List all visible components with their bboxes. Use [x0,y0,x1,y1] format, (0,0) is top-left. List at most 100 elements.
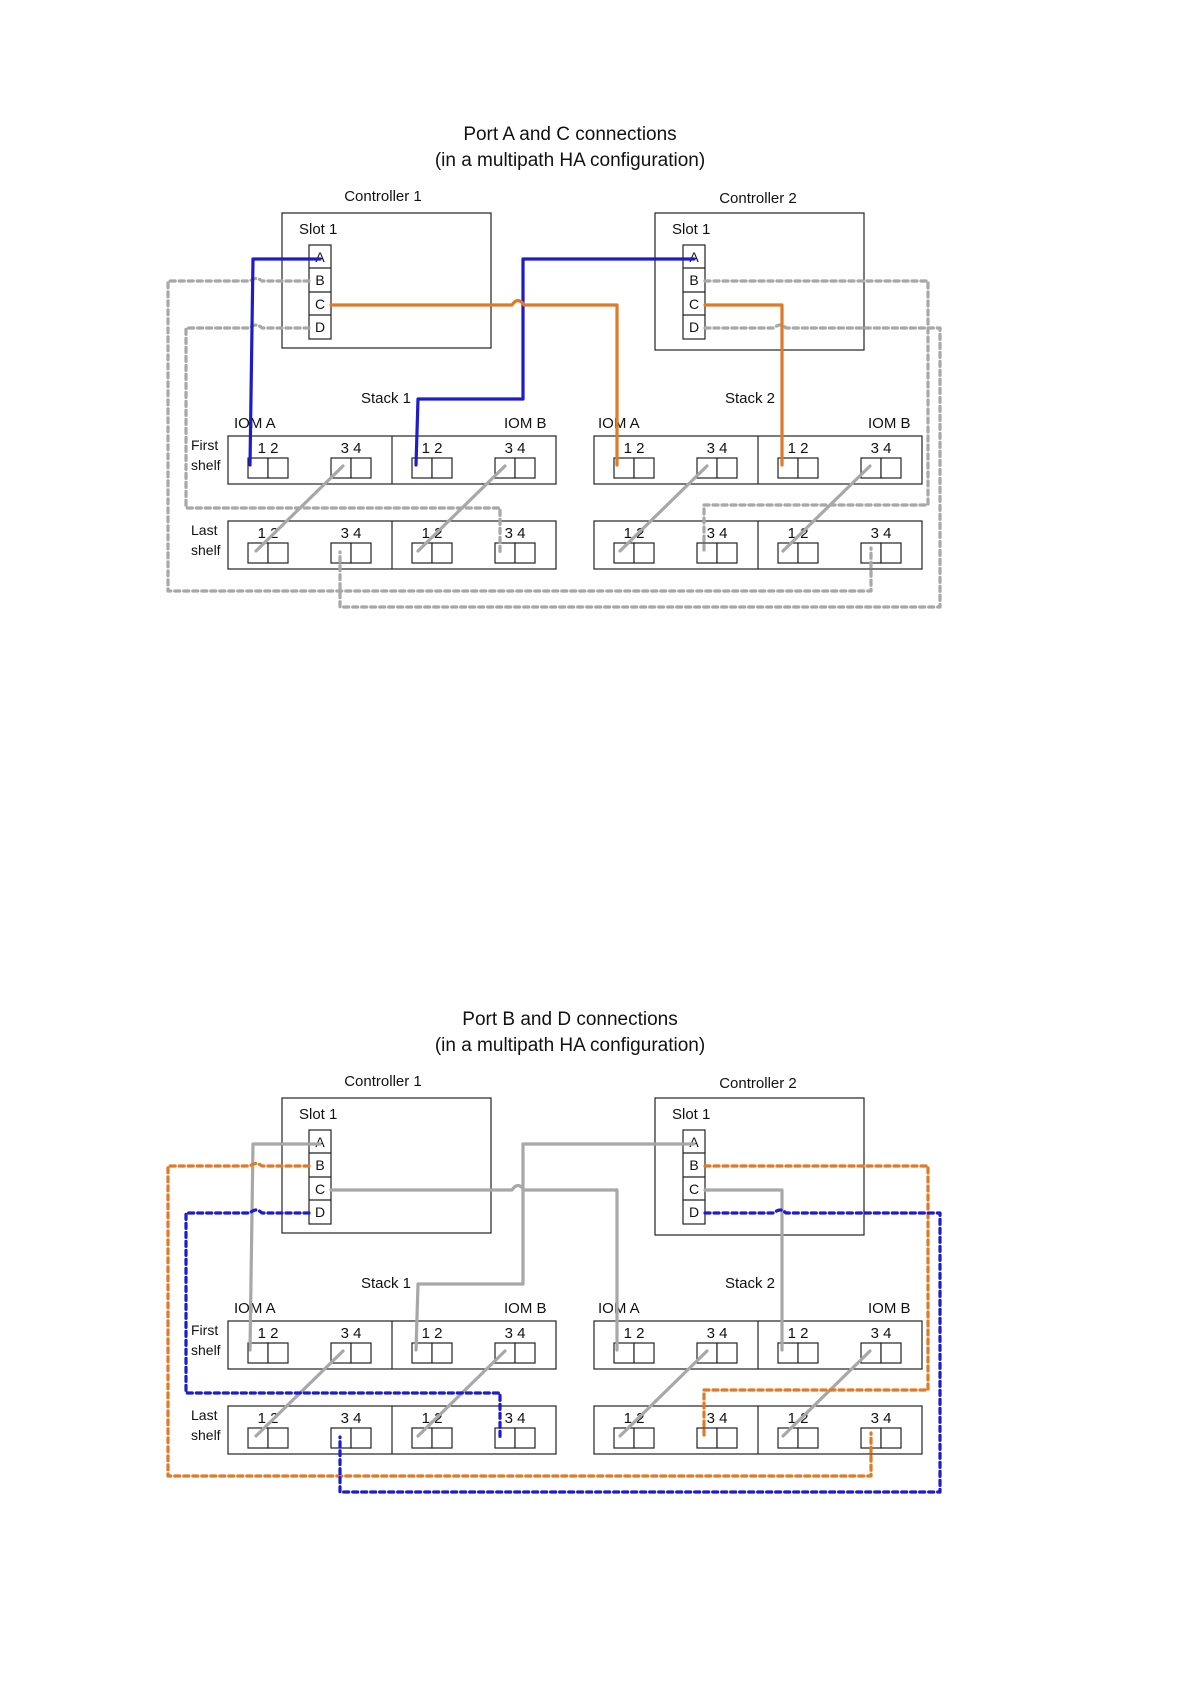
stack1-iom-b-label: IOM B [504,1300,547,1317]
stack1-first-shelf-iom-a-port-4[interactable] [350,1342,372,1364]
stack1-first-shelf-iom-b-port-2[interactable] [431,1342,453,1364]
stack2-first-shelf-iom-b-port-4[interactable] [880,457,902,479]
controller1-port-b: B [315,272,324,288]
controller2-port-b: B [689,272,698,288]
stack2-first-shelf-iom-b-ports-3-4-label: 3 4 [871,1325,892,1342]
stack1-first-shelf-iom-a-ports-3-4-label: 3 4 [341,440,362,457]
stack2-last-shelf-iom-a-port-2[interactable] [633,1427,655,1449]
controller1-port-b: B [315,1157,324,1173]
stack1-last-shelf-iom-a-port-2[interactable] [267,1427,289,1449]
stack2-first-shelf-iom-a-ports-3-4-label: 3 4 [707,440,728,457]
stack1-last-shelf-iom-a-port-1[interactable] [247,1427,269,1449]
controller2-port-c: C [689,1181,699,1197]
first-shelf-label-line1: First [191,437,218,453]
last-shelf-label-line2: shelf [191,542,221,558]
stack2-last-shelf-iom-b-port-2[interactable] [797,1427,819,1449]
stack2-first-shelf-iom-b-ports-1-2-label: 1 2 [788,440,809,457]
controller2-slot-label: Slot 1 [672,1106,710,1123]
stack2-last-shelf-iom-a-port-4[interactable] [716,542,738,564]
stack2-first-shelf-iom-b-port-2[interactable] [797,457,819,479]
stack2-iom-b-label: IOM B [868,415,911,432]
controller2-port-d: D [689,319,699,335]
stack1-last-shelf-iom-a-ports-1-2-label: 1 2 [258,1410,279,1427]
stack2-first-shelf-iom-a-port-4[interactable] [716,1342,738,1364]
stack1-last-shelf-iom-a-port-2[interactable] [267,542,289,564]
stack1-first-shelf-iom-b-ports-1-2-label: 1 2 [422,440,443,457]
stack1-last-shelf-iom-a-port-1[interactable] [247,542,269,564]
stack1-last-shelf-iom-b-port-4[interactable] [514,1427,536,1449]
cable-controller2-port-a [414,257,696,467]
stack1-first-shelf-iom-b-ports-1-2-label: 1 2 [422,1325,443,1342]
stack2-last-shelf-iom-b-port-2[interactable] [797,542,819,564]
stack2-iom-a-label: IOM A [598,415,640,432]
stack2-last-shelf-iom-a-port-3[interactable] [696,542,718,564]
stack1-last-shelf-iom-b-port-3[interactable] [494,1427,516,1449]
stack2-last-shelf-iom-b-port-4[interactable] [880,1427,902,1449]
controller2-slot-label: Slot 1 [672,221,710,238]
stack2-first-shelf-iom-a-port-4[interactable] [716,457,738,479]
stack1-first-shelf-iom-b-ports-3-4-label: 3 4 [505,440,526,457]
controller1-port-column: A B C D [308,1129,332,1225]
stack2-last-shelf-iom-a-port-2[interactable] [633,542,655,564]
stack1-last-shelf-iom-a-port-4[interactable] [350,1427,372,1449]
stack2-first-shelf-iom-b-port-3[interactable] [860,457,882,479]
cable-controller2-port-d [338,1208,942,1494]
stack1-first-shelf-iom-a-port-2[interactable] [267,1342,289,1364]
stack2-last-shelf-iom-a-ports-1-2-label: 1 2 [624,1410,645,1427]
stack2-first-shelf-iom-b-ports-1-2-label: 1 2 [788,1325,809,1342]
controller2-port-a: A [689,249,699,265]
stack1-last-shelf-iom-b-ports-1-2-label: 1 2 [422,1410,443,1427]
cable-controller1-port-a [248,257,322,467]
stack1-last-shelf-iom-a-ports-1-2-label: 1 2 [258,525,279,542]
stack2-last-shelf-iom-b-port-4[interactable] [880,542,902,564]
stack2-first-shelf-iom-b-port-4[interactable] [880,1342,902,1364]
stack1-first-shelf-iom-b-port-4[interactable] [514,457,536,479]
controller1-port-a: A [315,1134,325,1150]
last-shelf-label-line2: shelf [191,1427,221,1443]
controller1-port-a: A [315,249,325,265]
controller1-slot-label: Slot 1 [299,1106,337,1123]
stack1-first-shelf-iom-a-ports-3-4-label: 3 4 [341,1325,362,1342]
stack1-first-shelf-iom-b-port-2[interactable] [431,457,453,479]
first-shelf-label-line2: shelf [191,457,221,473]
stack1-last-shelf-iom-b-port-3[interactable] [494,542,516,564]
cable-controller1-port-c [329,1183,619,1352]
stack1-last-shelf-iom-b-port-2[interactable] [431,542,453,564]
stack1-first-shelf-iom-a-port-4[interactable] [350,457,372,479]
diagram-title-line2: (in a multipath HA configuration) [435,1035,705,1056]
controller2-port-column: A B C D [682,244,706,340]
stack1-last-shelf-iom-a-port-4[interactable] [350,542,372,564]
stack2-last-shelf-iom-a-port-3[interactable] [696,1427,718,1449]
cable-controller1-port-b [166,1161,873,1478]
cable-controller1-port-a [248,1142,322,1352]
cables [166,1142,942,1494]
first-shelf-label-line1: First [191,1322,218,1338]
diagram-title-line1: Port B and D connections [462,1009,677,1030]
stack1-label: Stack 1 [361,390,411,407]
stack1-last-shelf-iom-b-port-2[interactable] [431,1427,453,1449]
stack1-last-shelf-iom-b-port-4[interactable] [514,542,536,564]
stack1-iom-a-label: IOM A [234,1300,276,1317]
controller1-label: Controller 1 [344,1073,422,1090]
stack2-first-shelf-iom-a-port-2[interactable] [633,1342,655,1364]
cable-controller2-port-a [414,1142,696,1352]
stack2-last-shelf-iom-a-ports-1-2-label: 1 2 [624,525,645,542]
stack2-first-shelf-iom-b-port-2[interactable] [797,1342,819,1364]
stack1-first-shelf-iom-b-ports-3-4-label: 3 4 [505,1325,526,1342]
stack1-first-shelf-iom-b-port-4[interactable] [514,1342,536,1364]
stack2-last-shelf-iom-a-port-4[interactable] [716,1427,738,1449]
diagram-port-a-c: Port A and C connections (in a multipath… [166,124,942,609]
stack2-first-shelf-iom-a-port-2[interactable] [633,457,655,479]
cable-controller1-port-c [329,298,619,467]
stack2-first-shelf-iom-b-port-3[interactable] [860,1342,882,1364]
controller2-label: Controller 2 [719,1075,797,1092]
diagram-title-line2: (in a multipath HA configuration) [435,150,705,171]
cable-controller2-port-c [703,1188,784,1352]
stack1-first-shelf-iom-a-port-2[interactable] [267,457,289,479]
stack1-last-shelf-iom-a-ports-3-4-label: 3 4 [341,1410,362,1427]
